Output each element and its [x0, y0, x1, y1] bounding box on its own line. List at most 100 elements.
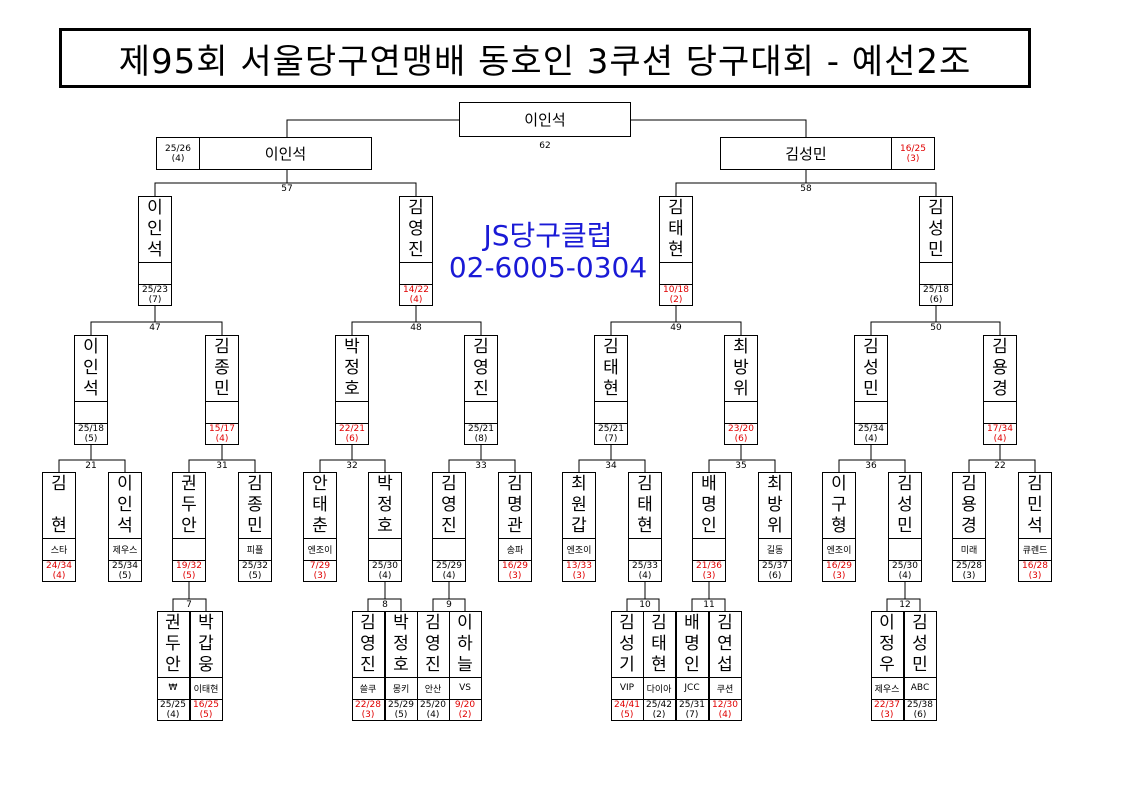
- score-value: 13/33: [566, 561, 592, 571]
- name-char: 태: [651, 633, 667, 654]
- inning-value: (6): [345, 434, 359, 444]
- score-value: 25/29: [388, 700, 414, 710]
- player-score: 19/32(5): [173, 561, 205, 581]
- inning-value: (5): [199, 710, 213, 720]
- name-char: 명: [701, 494, 717, 515]
- score-value: 22/37: [874, 700, 900, 710]
- bracket-line: [675, 170, 937, 196]
- name-char: 용: [992, 357, 1008, 378]
- name-char: 현: [668, 239, 684, 260]
- name-char: 성: [897, 494, 913, 515]
- champion-box: 이인석: [459, 102, 631, 137]
- name-char: 성: [619, 633, 635, 654]
- player-score: 25/34(5): [109, 561, 141, 581]
- name-char: 김: [668, 197, 684, 218]
- inning-value: (3): [962, 571, 976, 581]
- name-char: 형: [831, 515, 847, 536]
- name-char: 인: [147, 218, 163, 239]
- name-char: 관: [507, 515, 523, 536]
- score-value: 25/31: [679, 700, 705, 710]
- name-char: 김: [992, 336, 1008, 357]
- name-char: 구: [831, 494, 847, 515]
- player-score: 25/37(6): [759, 561, 791, 581]
- match-number: 34: [605, 461, 617, 471]
- inning-value: (5): [84, 434, 98, 444]
- player-club: 스타: [43, 539, 75, 561]
- player-score: 16/29(3): [499, 561, 531, 581]
- name-char: 영: [360, 633, 376, 654]
- inning-value: (3): [361, 710, 375, 720]
- name-char: 권: [181, 473, 197, 494]
- name-char: 정: [879, 633, 895, 654]
- inning-value: (7): [685, 710, 699, 720]
- match-number: 10: [639, 600, 651, 610]
- match-number: 31: [216, 461, 228, 471]
- player-score: 12/30(4): [710, 700, 741, 720]
- name-char: 영: [441, 494, 457, 515]
- name-char: 김: [928, 197, 944, 218]
- player-score: 25/21(7): [595, 424, 627, 444]
- inning-value: (3): [906, 153, 920, 164]
- inning-value: (5): [118, 571, 132, 581]
- score-value: 25/25: [160, 700, 186, 710]
- player-club: 미래: [953, 539, 985, 561]
- name-char: 석: [83, 378, 99, 399]
- player-club: [369, 539, 401, 561]
- player-club: ₩: [157, 678, 189, 700]
- player-club: [465, 402, 497, 424]
- semifinal-name: 이인석: [264, 145, 307, 163]
- name-char: 이: [83, 336, 99, 357]
- player-club: [920, 263, 952, 285]
- name-char: 연: [717, 633, 733, 654]
- score-value: 24/41: [614, 700, 640, 710]
- player-score: 22/28(3): [353, 700, 384, 720]
- player-club: [984, 402, 1016, 424]
- inning-value: (4): [171, 153, 185, 164]
- score-value: 25/18: [78, 424, 104, 434]
- inning-value: (3): [508, 571, 522, 581]
- bracket-line: [172, 582, 207, 611]
- player-club: [889, 539, 921, 561]
- bracket-line: [870, 306, 1001, 335]
- name-char: 인: [83, 357, 99, 378]
- name-char: 김: [863, 336, 879, 357]
- inning-value: (7): [148, 295, 162, 305]
- bracket-line: [448, 445, 516, 472]
- club-phone: 02-6005-0304: [448, 251, 648, 284]
- name-char: 김: [961, 473, 977, 494]
- name-char: 태: [603, 357, 619, 378]
- score-value: 25/32: [242, 561, 268, 571]
- player-score: 23/20(6): [725, 424, 757, 444]
- match-number: 32: [346, 461, 358, 471]
- player-score: 25/29(5): [386, 700, 417, 720]
- bracket-line: [90, 306, 223, 335]
- name-char: 석: [117, 515, 133, 536]
- score-value: 25/21: [598, 424, 624, 434]
- score-value: 7/29: [309, 561, 331, 571]
- bracket-line: [432, 582, 466, 611]
- player-club: 피플: [239, 539, 271, 561]
- score-value: 25/29: [436, 561, 462, 571]
- player-score: 9/20(2): [450, 700, 481, 720]
- bracket-line: [188, 445, 256, 472]
- player-club: [336, 402, 368, 424]
- player-score: 25/23(7): [139, 285, 171, 305]
- inning-value: (4): [864, 434, 878, 444]
- score-value: 25/34: [112, 561, 138, 571]
- name-char: 태: [637, 494, 653, 515]
